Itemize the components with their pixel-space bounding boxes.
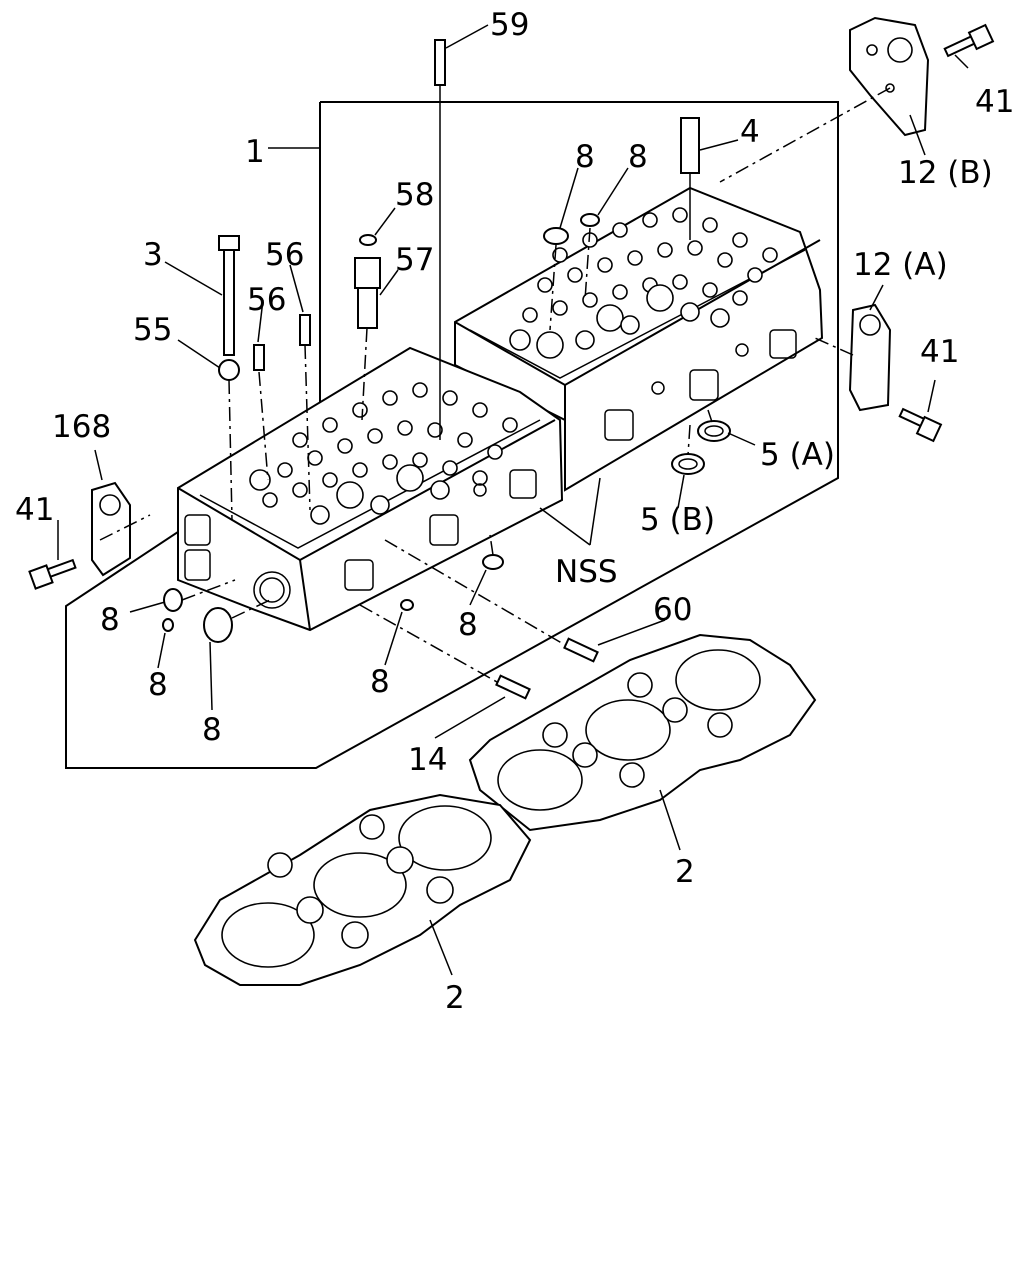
label-1: 1	[245, 134, 265, 170]
leader-lines	[57, 24, 969, 976]
stud-14	[495, 674, 531, 700]
label-12a: 12 (A)	[853, 247, 948, 283]
label-41-left: 41	[15, 492, 54, 528]
cylinder-head-left	[177, 346, 564, 632]
label-8-cap: 8	[202, 712, 222, 748]
label-8-left: 8	[100, 602, 120, 638]
head-gasket-front	[193, 793, 532, 986]
label-14: 14	[408, 742, 447, 778]
bracket-168	[91, 481, 131, 577]
oring-58	[359, 234, 377, 246]
stud-60	[563, 637, 599, 663]
seal-5a	[697, 420, 731, 442]
bolt-3	[218, 235, 240, 356]
seal-8-top-b	[580, 213, 600, 227]
label-8-plug: 8	[148, 667, 168, 703]
cylinder-head-right	[454, 186, 824, 492]
label-41-top: 41	[975, 84, 1014, 120]
label-8-stud: 8	[370, 664, 390, 700]
bolt-41-top	[943, 23, 995, 58]
label-60: 60	[653, 592, 692, 628]
seal-8-top-a	[543, 227, 569, 245]
bracket-12b	[849, 16, 930, 137]
part-labels: 59 1 4 41 12 (B) 8 8 58 3 56 57 56 55 12…	[15, 7, 1014, 1016]
label-12b: 12 (B)	[898, 155, 993, 191]
bracket-12a	[848, 303, 892, 412]
label-57: 57	[395, 242, 434, 278]
label-41-right: 41	[920, 334, 959, 370]
stud-56b	[299, 314, 311, 346]
label-2-rear: 2	[675, 854, 695, 890]
label-5b: 5 (B)	[640, 502, 715, 538]
bolt-41-right	[898, 407, 943, 443]
washer-55	[218, 359, 240, 381]
label-8-mid: 8	[458, 607, 478, 643]
bolt-41-left	[28, 558, 77, 590]
guide-4	[680, 117, 700, 240]
label-2-front: 2	[445, 980, 465, 1016]
label-5a: 5 (A)	[760, 437, 835, 473]
label-4: 4	[740, 114, 760, 150]
label-59: 59	[490, 7, 529, 43]
label-8-top-b: 8	[628, 139, 648, 175]
label-55: 55	[133, 312, 172, 348]
label-3: 3	[143, 237, 163, 273]
label-58: 58	[395, 177, 434, 213]
label-56-b: 56	[247, 282, 286, 318]
injector-sleeve-57	[354, 257, 381, 329]
label-8-top-a: 8	[575, 139, 595, 175]
seal-5b	[671, 453, 705, 475]
head-gasket-rear	[468, 633, 817, 832]
label-168: 168	[52, 409, 111, 445]
stud-59	[434, 39, 446, 440]
label-nss: NSS	[555, 554, 618, 590]
alignment-lines	[99, 87, 891, 683]
label-56-a: 56	[265, 237, 304, 273]
stud-56a	[253, 344, 265, 371]
plug-8-set	[162, 554, 504, 643]
